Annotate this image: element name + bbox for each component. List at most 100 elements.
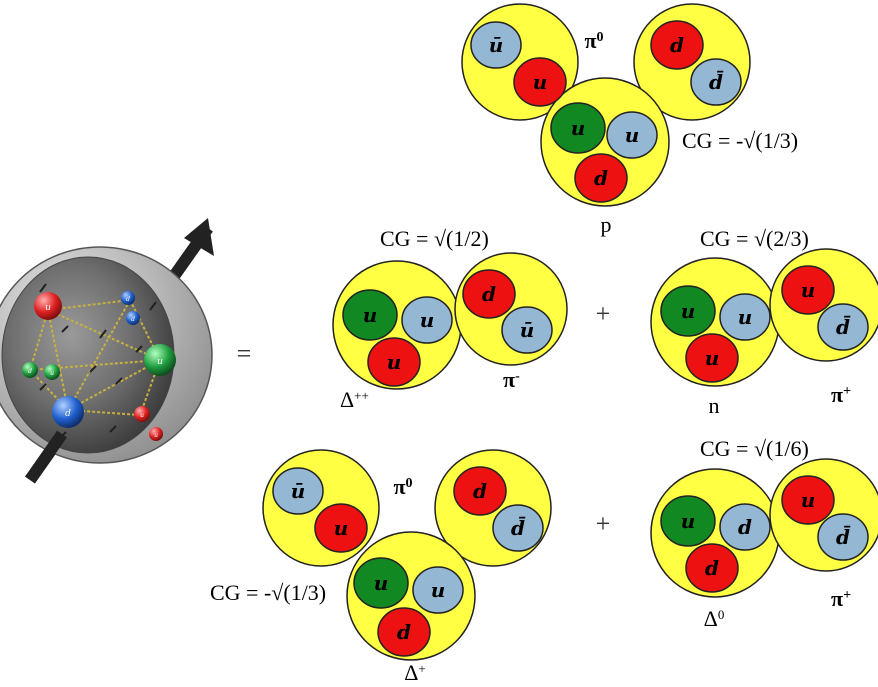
red-quark-ball [134, 406, 150, 422]
proton-label: p [601, 212, 612, 237]
anti-down-quark [817, 513, 869, 561]
down-quark [650, 20, 704, 70]
up-quark [781, 265, 835, 315]
spin-axis-arrow-front [25, 430, 67, 484]
quark-label: u [681, 509, 696, 533]
cg-coefficient: CG = -√(1/3) [682, 128, 798, 153]
delta-zero-label: Δ0 [704, 606, 725, 631]
quark-label: d̄ [511, 515, 526, 540]
cg-coefficient: CG = √(1/6) [700, 436, 809, 461]
quark-label: u [363, 303, 378, 327]
cg-coefficient: CG = √(2/3) [700, 226, 809, 251]
up-quark [513, 57, 567, 107]
quark-label: u [533, 70, 548, 94]
up-quark-blue [606, 111, 658, 159]
up-quark-green [353, 557, 409, 609]
pi0-label: π0 [393, 474, 412, 499]
quark-label: u [387, 350, 402, 374]
anti-down-quark [492, 504, 544, 552]
quark-label: u [571, 116, 586, 140]
up-quark-red [367, 337, 421, 387]
down-quark [377, 607, 431, 657]
quark-ball-label: d [126, 296, 130, 303]
up-quark-red [685, 333, 739, 383]
anti-up-quark [470, 21, 522, 69]
plus-sign: + [596, 299, 611, 328]
bottom-right-delta-zero-state: CG = √(1/6) u d d u d̄ Δ0 π+ [650, 436, 878, 631]
spin-arrow-head [184, 218, 214, 256]
down-quark [574, 153, 628, 203]
quark-label: d [473, 479, 487, 503]
quark-label: u [801, 278, 816, 302]
green-quark-ball [44, 364, 60, 380]
small-spin-arrows [39, 283, 157, 439]
quark-ball-label: u [157, 357, 163, 367]
quark-label: u [374, 571, 389, 595]
quark-label: d̄ [836, 524, 851, 549]
delta-pp-label: Δ++ [340, 387, 369, 412]
up-quark [781, 475, 835, 525]
quark-label: u [681, 299, 696, 323]
quark-ball-label: u [45, 303, 51, 313]
quark-label: u [431, 578, 446, 602]
quark-label: u [420, 308, 435, 332]
quark-label: d [705, 556, 719, 580]
quark-label: ū [291, 479, 306, 503]
gluon-lines [29, 299, 161, 416]
quark-label: ū [520, 318, 535, 342]
anti-up-quark [272, 467, 324, 515]
delta-plus-label: Δ+ [404, 660, 426, 685]
down-quark [453, 466, 507, 516]
quark-label: d [594, 166, 608, 190]
middle-left-delta-pp-state: CG = √(1/2) u u u d ū Δ++ π- [332, 226, 568, 412]
quark-label: u [801, 488, 816, 512]
quark-ball-label: u [50, 370, 54, 377]
quark-label: d [482, 282, 496, 306]
pi-plus-label: π+ [831, 382, 851, 407]
nucleon-spin-illustration: u d d u d u d u u [0, 218, 214, 484]
green-quark-ball [22, 362, 38, 378]
quark-label: d̄ [836, 314, 851, 339]
pi-minus-label: π- [503, 367, 520, 392]
quark-label: u [738, 305, 753, 329]
down-quark-blue [719, 503, 771, 551]
cg-coefficient: CG = √(1/2) [380, 226, 489, 251]
top-proton-pi0-state: ū u d d̄ u u d π0 CG = -√(1/3) p [461, 3, 798, 237]
up-quark-blue [401, 296, 453, 344]
red-quark-ball [149, 427, 163, 441]
up-quark-green [660, 285, 716, 337]
quark-label: d [397, 620, 411, 644]
quark-label: u [705, 346, 720, 370]
quark-label: d [670, 33, 684, 57]
plus-sign: + [596, 509, 611, 538]
quark-label: u [334, 516, 349, 540]
middle-right-neutron-state: CG = √(2/3) u u u u d̄ n π+ [650, 226, 878, 418]
pi0-label: π0 [584, 28, 603, 53]
neutron-label: n [709, 393, 720, 418]
quark-label: d̄ [709, 69, 724, 94]
quark-label: d [738, 515, 752, 539]
green-quark-ball [144, 344, 176, 376]
quark-ball-label: d [131, 316, 135, 323]
quark-ball-label: u [154, 432, 158, 439]
anti-down-quark [817, 303, 869, 351]
red-quark-ball [34, 292, 62, 320]
quark-label: ū [489, 33, 504, 57]
equals-sign: = [237, 339, 252, 368]
up-quark-green [550, 102, 606, 154]
quark-label: u [625, 123, 640, 147]
up-quark [314, 503, 368, 553]
cg-coefficient: CG = -√(1/3) [210, 580, 326, 605]
pi-plus-label: π+ [831, 586, 851, 611]
blue-quark-ball [121, 291, 135, 305]
bottom-left-delta-plus-state: ū u d d̄ u u d π0 CG = -√(1/3) Δ+ [210, 449, 552, 685]
down-quark-red [685, 543, 739, 593]
up-quark-blue [719, 293, 771, 341]
quark-ball-label: u [140, 412, 144, 419]
up-quark-green [342, 289, 398, 341]
anti-down-quark [690, 58, 742, 106]
up-quark-green [660, 495, 716, 547]
blue-quark-ball [52, 396, 84, 428]
anti-up-quark [501, 306, 553, 354]
